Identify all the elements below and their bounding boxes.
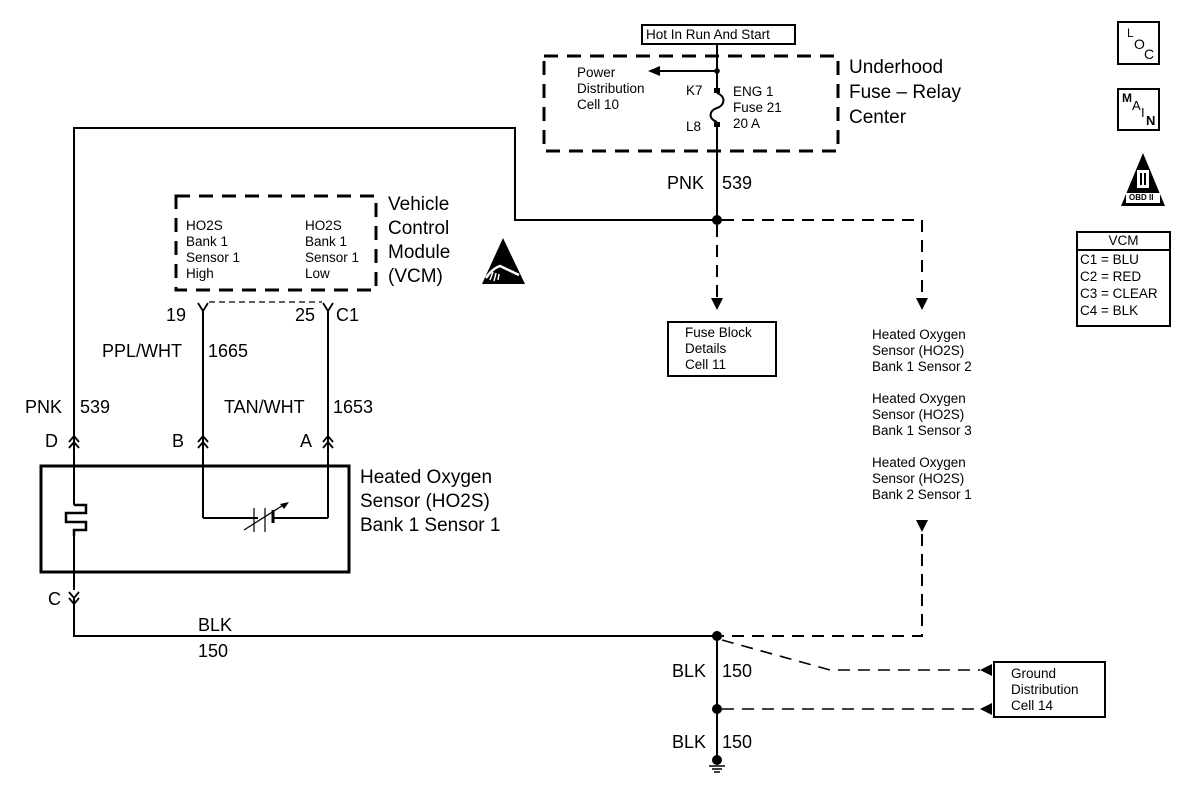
- vcm-pin-25: 25: [295, 305, 316, 325]
- pnk-539-sensor-wire: [73, 127, 717, 436]
- vcm-cell-low: HO2S Bank 1 Sensor 1 Low: [305, 218, 360, 281]
- vcm-connector-legend: VCM C1 = BLU C2 = RED C3 = CLEAR C4 = BL…: [1076, 231, 1171, 327]
- sensor-title: Heated Oxygen Sensor (HO2S) Bank 1 Senso…: [360, 467, 501, 536]
- dashed-other-sensors-ground: [722, 534, 923, 637]
- vcm-legend-row: C2 = RED: [1080, 269, 1142, 284]
- wire-ppl-wht-color: PPL/WHT: [102, 341, 183, 361]
- ho2s-sensor-outline: [39, 464, 351, 574]
- l8-terminal: [714, 122, 720, 127]
- vcm-cell-high: HO2S Bank 1 Sensor 1 High: [186, 218, 241, 281]
- arrow-other-sensors: [916, 298, 928, 310]
- fuse-ratings: ENG 1 Fuse 21 20 A: [733, 84, 782, 131]
- wire-tan-wht-circuit: 1653: [333, 397, 374, 417]
- splice-pnk: [712, 215, 722, 225]
- arrow-other-sensors-ground: [916, 520, 928, 532]
- vcm-connector-c1: C1: [336, 305, 360, 325]
- blk-150-bus-wire: [73, 598, 717, 637]
- wire-pnk-main-color: PNK: [667, 173, 705, 193]
- splice-ground-bottom: [712, 704, 722, 714]
- wire-blk-ground-circuit: 150: [722, 732, 753, 752]
- wire-blk-bus-circuit: 150: [198, 641, 229, 661]
- connector-b-icon: [197, 434, 209, 449]
- esd-sensitive-icon: [482, 238, 525, 284]
- wire-tan-wht-color: TAN/WHT: [224, 397, 305, 417]
- arrow-ground-dist-bottom: [980, 703, 992, 715]
- wire-blk-mid-color: BLK: [672, 661, 707, 681]
- sensor-pin-c: C: [48, 589, 61, 609]
- vcm-title: Vehicle Control Module (VCM): [388, 194, 451, 287]
- terminal-k7-label: K7: [686, 83, 703, 98]
- sensor-pin-a: A: [300, 431, 313, 451]
- fuse-relay-center-outline: [542, 54, 840, 153]
- vcm-pin-25-connector: [322, 302, 334, 313]
- obd-ii-icon: [1121, 153, 1165, 206]
- fuse-symbol: [709, 92, 725, 123]
- arrow-fuse-block: [711, 298, 723, 310]
- arrow-ground-dist-top: [980, 664, 992, 676]
- hot-in-run-and-start-box: [641, 24, 796, 45]
- sensor-pin-d: D: [45, 431, 58, 451]
- vcm-legend-row: C4 = BLK: [1080, 303, 1139, 318]
- ground-distribution-ref[interactable]: Ground Distribution Cell 14: [993, 661, 1106, 718]
- fuse-block-details-ref[interactable]: Fuse Block Details Cell 11: [667, 321, 777, 377]
- vcm-legend-row: C3 = CLEAR: [1080, 286, 1158, 301]
- wire-blk-ground-color: BLK: [672, 732, 707, 752]
- loc-icon[interactable]: L O C: [1117, 21, 1160, 65]
- dashed-ground-dist-top: [721, 639, 980, 671]
- other-sensor-b1s3: Heated Oxygen Sensor (HO2S) Bank 1 Senso…: [872, 391, 972, 438]
- other-sensor-b2s1: Heated Oxygen Sensor (HO2S) Bank 2 Senso…: [872, 455, 972, 502]
- heater-element-icon: [64, 503, 88, 536]
- sensor-pin-b: B: [172, 431, 185, 451]
- power-distribution-ref[interactable]: Power Distribution Cell 10: [577, 65, 645, 112]
- dashed-other-sensors: [722, 219, 923, 298]
- hot-in-run-and-start-label: Hot In Run And Start: [646, 27, 770, 42]
- other-sensor-b1s2: Heated Oxygen Sensor (HO2S) Bank 1 Senso…: [872, 327, 972, 374]
- connector-a-icon: [322, 434, 334, 449]
- main-icon[interactable]: M A I N: [1117, 88, 1160, 131]
- wire-pnk-sensor-color: PNK: [25, 397, 63, 417]
- power-dist-arrow: [648, 66, 660, 76]
- wire-pnk-main-circuit: 539: [722, 173, 753, 193]
- obd-ii-label: OBD II: [1129, 193, 1154, 202]
- wire-blk-bus-color: BLK: [198, 615, 233, 635]
- terminal-l8-label: L8: [686, 119, 702, 134]
- vcm-legend-row: C1 = BLU: [1080, 252, 1139, 267]
- vcm-pin-19: 19: [166, 305, 187, 325]
- fuse-relay-center-title: Underhood Fuse – Relay Center: [849, 57, 961, 128]
- vcm-legend-title: VCM: [1078, 233, 1169, 251]
- variable-voltage-cell-icon: [243, 502, 289, 532]
- ground-icon: [709, 755, 725, 773]
- wire-ppl-wht-circuit: 1665: [208, 341, 249, 361]
- vcm-pin-19-connector: [197, 302, 209, 313]
- wire-pnk-sensor-circuit: 539: [80, 397, 111, 417]
- vcm-outline: [174, 194, 378, 292]
- k7-terminal: [714, 88, 720, 93]
- wire-blk-mid-circuit: 150: [722, 661, 753, 681]
